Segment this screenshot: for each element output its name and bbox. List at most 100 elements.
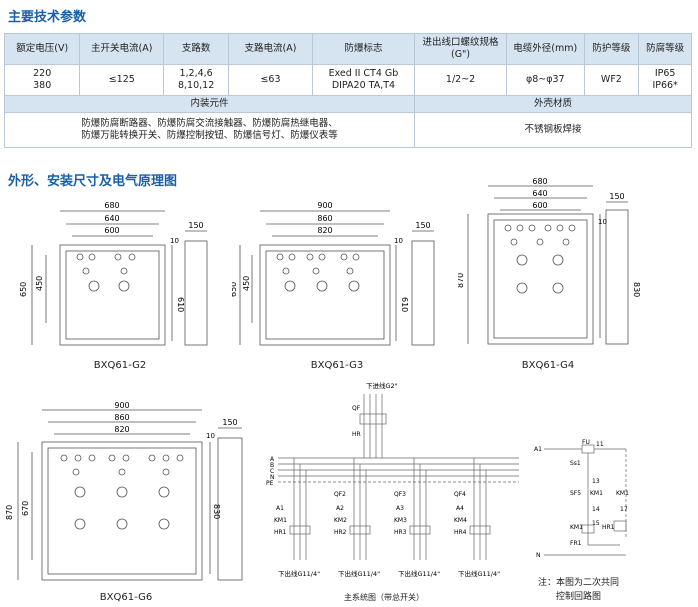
control-sf5: SF5 bbox=[570, 490, 581, 497]
control-note-2: 控制回路图 bbox=[556, 590, 601, 602]
control-14: 14 bbox=[592, 506, 600, 513]
schematic-outlet-2: 下出线G11/4" bbox=[338, 569, 380, 578]
th-branch-current: 支路电流(A) bbox=[228, 33, 313, 65]
g2-side: 150 bbox=[188, 221, 203, 230]
control-ss1: Ss1 bbox=[570, 460, 581, 467]
g6-h-right: 830 bbox=[212, 504, 221, 519]
cell-thread: 1/2~2 bbox=[414, 64, 508, 96]
g3-top: 10 bbox=[394, 237, 403, 245]
control-11: 11 bbox=[596, 441, 604, 448]
g4-model: BXQ61-G4 bbox=[522, 360, 574, 371]
cell-components: 防爆防腐断路器、防爆防腐交流接触器、防爆防腐热继电器、防爆万能转换开关、防爆控制… bbox=[3, 112, 416, 148]
g4-h-right: 830 bbox=[632, 282, 641, 297]
g3-h-right: 610 bbox=[400, 297, 409, 312]
th-voltage: 额定电压(V) bbox=[3, 33, 81, 65]
g2-h-inner: 450 bbox=[35, 276, 44, 291]
g3-h-outer: 650 bbox=[232, 282, 238, 297]
schematic-hr2: HR2 bbox=[334, 529, 347, 536]
schematic-hr3: HR3 bbox=[394, 529, 407, 536]
control-km1-b: KM1 bbox=[616, 490, 629, 497]
g6-top: 10 bbox=[206, 432, 215, 440]
control-a1: A1 bbox=[534, 446, 542, 453]
control-fu: FU bbox=[582, 439, 590, 446]
g4-w1: 680 bbox=[532, 178, 547, 186]
g4-h-outer: 870 bbox=[458, 273, 465, 288]
schematic-phase-b: B bbox=[270, 462, 274, 469]
drawing-g2: 680 640 600 650 450 610 10 150 BXQ61-G2 bbox=[20, 201, 208, 371]
schematic-km1: KM1 bbox=[274, 517, 287, 524]
th-protection: 防护等级 bbox=[583, 33, 640, 65]
schematic-a2: A2 bbox=[336, 505, 344, 512]
g3-w3: 820 bbox=[317, 226, 332, 235]
g3-h-inner: 450 bbox=[242, 276, 251, 291]
schematic-phase-n: N bbox=[270, 474, 275, 481]
control-km1-c: KM1 bbox=[570, 524, 583, 531]
th-thread: 进出线口螺纹规格(G") bbox=[414, 33, 508, 65]
section-title-drawings: 外形、安装尺寸及电气原理图 bbox=[8, 174, 178, 189]
schematic-a1: A1 bbox=[276, 505, 284, 512]
schematic-hr1: HR1 bbox=[274, 529, 287, 536]
g2-model: BXQ61-G2 bbox=[94, 360, 146, 371]
g2-w3: 600 bbox=[104, 226, 119, 235]
control-hr1: HR1 bbox=[602, 524, 615, 531]
control-schematic: A1 FU 11 13 Ss1 SF5 KM1 KM1 17 14 15 KM1… bbox=[534, 439, 629, 602]
th-material: 外壳材质 bbox=[414, 95, 692, 113]
schematic-caption: 主系统图（带总开关） bbox=[344, 592, 424, 602]
schematic-inlet: 下进线G2" bbox=[366, 381, 398, 390]
schematic-a4: A4 bbox=[456, 505, 464, 512]
schematic-outlet-4: 下出线G11/4" bbox=[458, 569, 500, 578]
schematic-qf4: QF4 bbox=[454, 491, 466, 498]
schematic-outlet-3: 下出线G11/4" bbox=[398, 569, 440, 578]
schematic-qf: QF bbox=[352, 405, 361, 412]
control-km1-a: KM1 bbox=[590, 490, 603, 497]
schematic-a3: A3 bbox=[396, 505, 404, 512]
cell-protection: WF2 bbox=[583, 64, 640, 96]
g4-top: 10 bbox=[598, 218, 607, 226]
control-fr1: FR1 bbox=[570, 540, 582, 547]
cell-material: 不锈钢板焊接 bbox=[414, 112, 692, 148]
schematic-hr: HR bbox=[352, 431, 361, 438]
control-17: 17 bbox=[620, 506, 628, 513]
g6-w3: 820 bbox=[114, 425, 129, 434]
g6-w2: 860 bbox=[114, 413, 129, 422]
g3-w1: 900 bbox=[317, 201, 332, 210]
th-main-current: 主开关电流(A) bbox=[79, 33, 165, 65]
cell-branch-current: ≤63 bbox=[228, 64, 313, 96]
schematic-km3: KM3 bbox=[394, 517, 407, 524]
th-exproof: 防爆标志 bbox=[311, 33, 416, 65]
control-13: 13 bbox=[592, 478, 600, 485]
th-components: 内装元件 bbox=[3, 95, 416, 113]
g3-w2: 860 bbox=[317, 214, 332, 223]
g6-h-outer: 870 bbox=[6, 505, 14, 520]
g6-model: BXQ61-G6 bbox=[100, 592, 152, 603]
spec-table: 额定电压(V) 主开关电流(A) 支路数 支路电流(A) 防爆标志 进出线口螺纹… bbox=[3, 33, 692, 148]
g4-w2: 640 bbox=[532, 189, 547, 198]
g2-h-outer: 650 bbox=[20, 282, 28, 297]
control-note-1: 注：本图为二次共同 bbox=[538, 576, 619, 588]
drawing-g4: 680 640 600 870 830 10 150 BXQ61-G4 bbox=[458, 178, 641, 371]
g4-side: 150 bbox=[609, 192, 624, 201]
drawing-g6: 900 860 820 870 670 830 10 150 BXQ61-G6 bbox=[6, 401, 243, 603]
schematic-qf3: QF3 bbox=[394, 491, 406, 498]
schematic-phase-pe: PE bbox=[266, 480, 274, 487]
section-title-specs: 主要技术参数 bbox=[8, 10, 87, 25]
th-cable-dia: 电缆外径(mm) bbox=[506, 33, 585, 65]
g6-side: 150 bbox=[222, 418, 237, 427]
cell-main-current: ≤125 bbox=[79, 64, 165, 96]
g2-h-right: 610 bbox=[176, 297, 185, 312]
g4-w3: 600 bbox=[532, 201, 547, 210]
g2-w2: 640 bbox=[104, 214, 119, 223]
g2-top: 10 bbox=[170, 237, 179, 245]
control-n: N bbox=[536, 552, 541, 559]
schematic-outlet-1: 下出线G11/4" bbox=[278, 569, 320, 578]
control-15: 15 bbox=[592, 520, 600, 527]
schematic-hr4: HR4 bbox=[454, 529, 467, 536]
g2-w1: 680 bbox=[104, 201, 119, 210]
main-schematic: 下进线G2" A B C N PE QF HR QF2 A2 KM2 HR2 Q… bbox=[266, 381, 519, 602]
g3-model: BXQ61-G3 bbox=[311, 360, 363, 371]
drawing-g3: 900 860 820 650 450 610 10 150 BXQ61-G3 bbox=[232, 201, 435, 371]
